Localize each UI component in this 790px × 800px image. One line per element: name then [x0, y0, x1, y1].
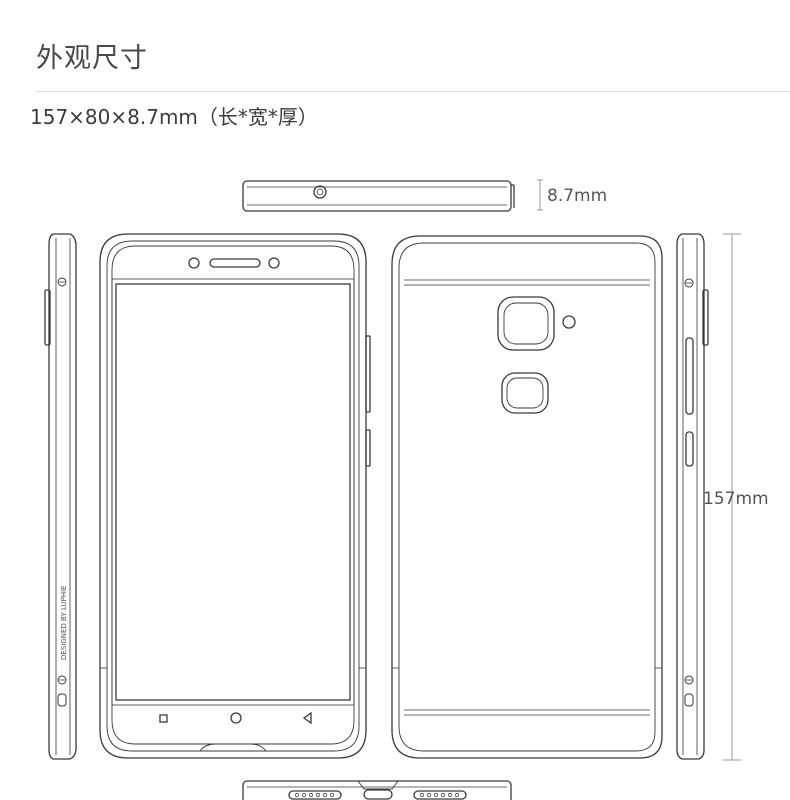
earpiece-speaker — [209, 258, 261, 268]
page-title: 外观尺寸 — [36, 43, 148, 74]
usb-port-icon — [363, 789, 393, 800]
speaker-grille-right — [413, 790, 467, 800]
side-screw-icon-bottom — [57, 675, 67, 685]
back-view — [391, 235, 663, 759]
proximity-sensor-icon — [268, 257, 280, 269]
length-label: 157mm — [703, 489, 769, 509]
left-side-view — [44, 233, 77, 760]
headphone-jack-icon — [313, 185, 327, 199]
top-edge-view — [242, 180, 515, 212]
back-icon — [302, 711, 312, 725]
dimensions-text: 157×80×8.7mm（长*宽*厚） — [30, 105, 318, 129]
front-screen — [115, 283, 351, 701]
volume-button — [685, 337, 694, 415]
flash-icon — [562, 315, 576, 329]
right-screw-icon-bottom — [684, 675, 694, 685]
front-view — [99, 233, 371, 759]
title-divider — [36, 91, 790, 92]
fingerprint-sensor — [501, 372, 549, 414]
front-side-button-power — [365, 429, 371, 467]
rear-camera-module — [497, 296, 555, 351]
home-icon — [230, 712, 242, 724]
dimension-lines — [537, 179, 741, 761]
right-screw-icon-top — [684, 278, 694, 288]
right-side-view — [676, 233, 709, 760]
thickness-label: 8.7mm — [547, 186, 607, 206]
front-camera-icon — [188, 257, 200, 269]
side-screw-icon-top — [57, 277, 67, 287]
speaker-grille-left — [288, 790, 342, 800]
side-button-left — [44, 289, 51, 346]
power-button — [685, 431, 694, 467]
front-side-button-volume — [365, 335, 371, 413]
recent-apps-icon — [159, 714, 168, 723]
side-brand-text: DESIGNED BY LUPHIE — [60, 585, 68, 660]
bottom-edge-view — [242, 780, 512, 800]
